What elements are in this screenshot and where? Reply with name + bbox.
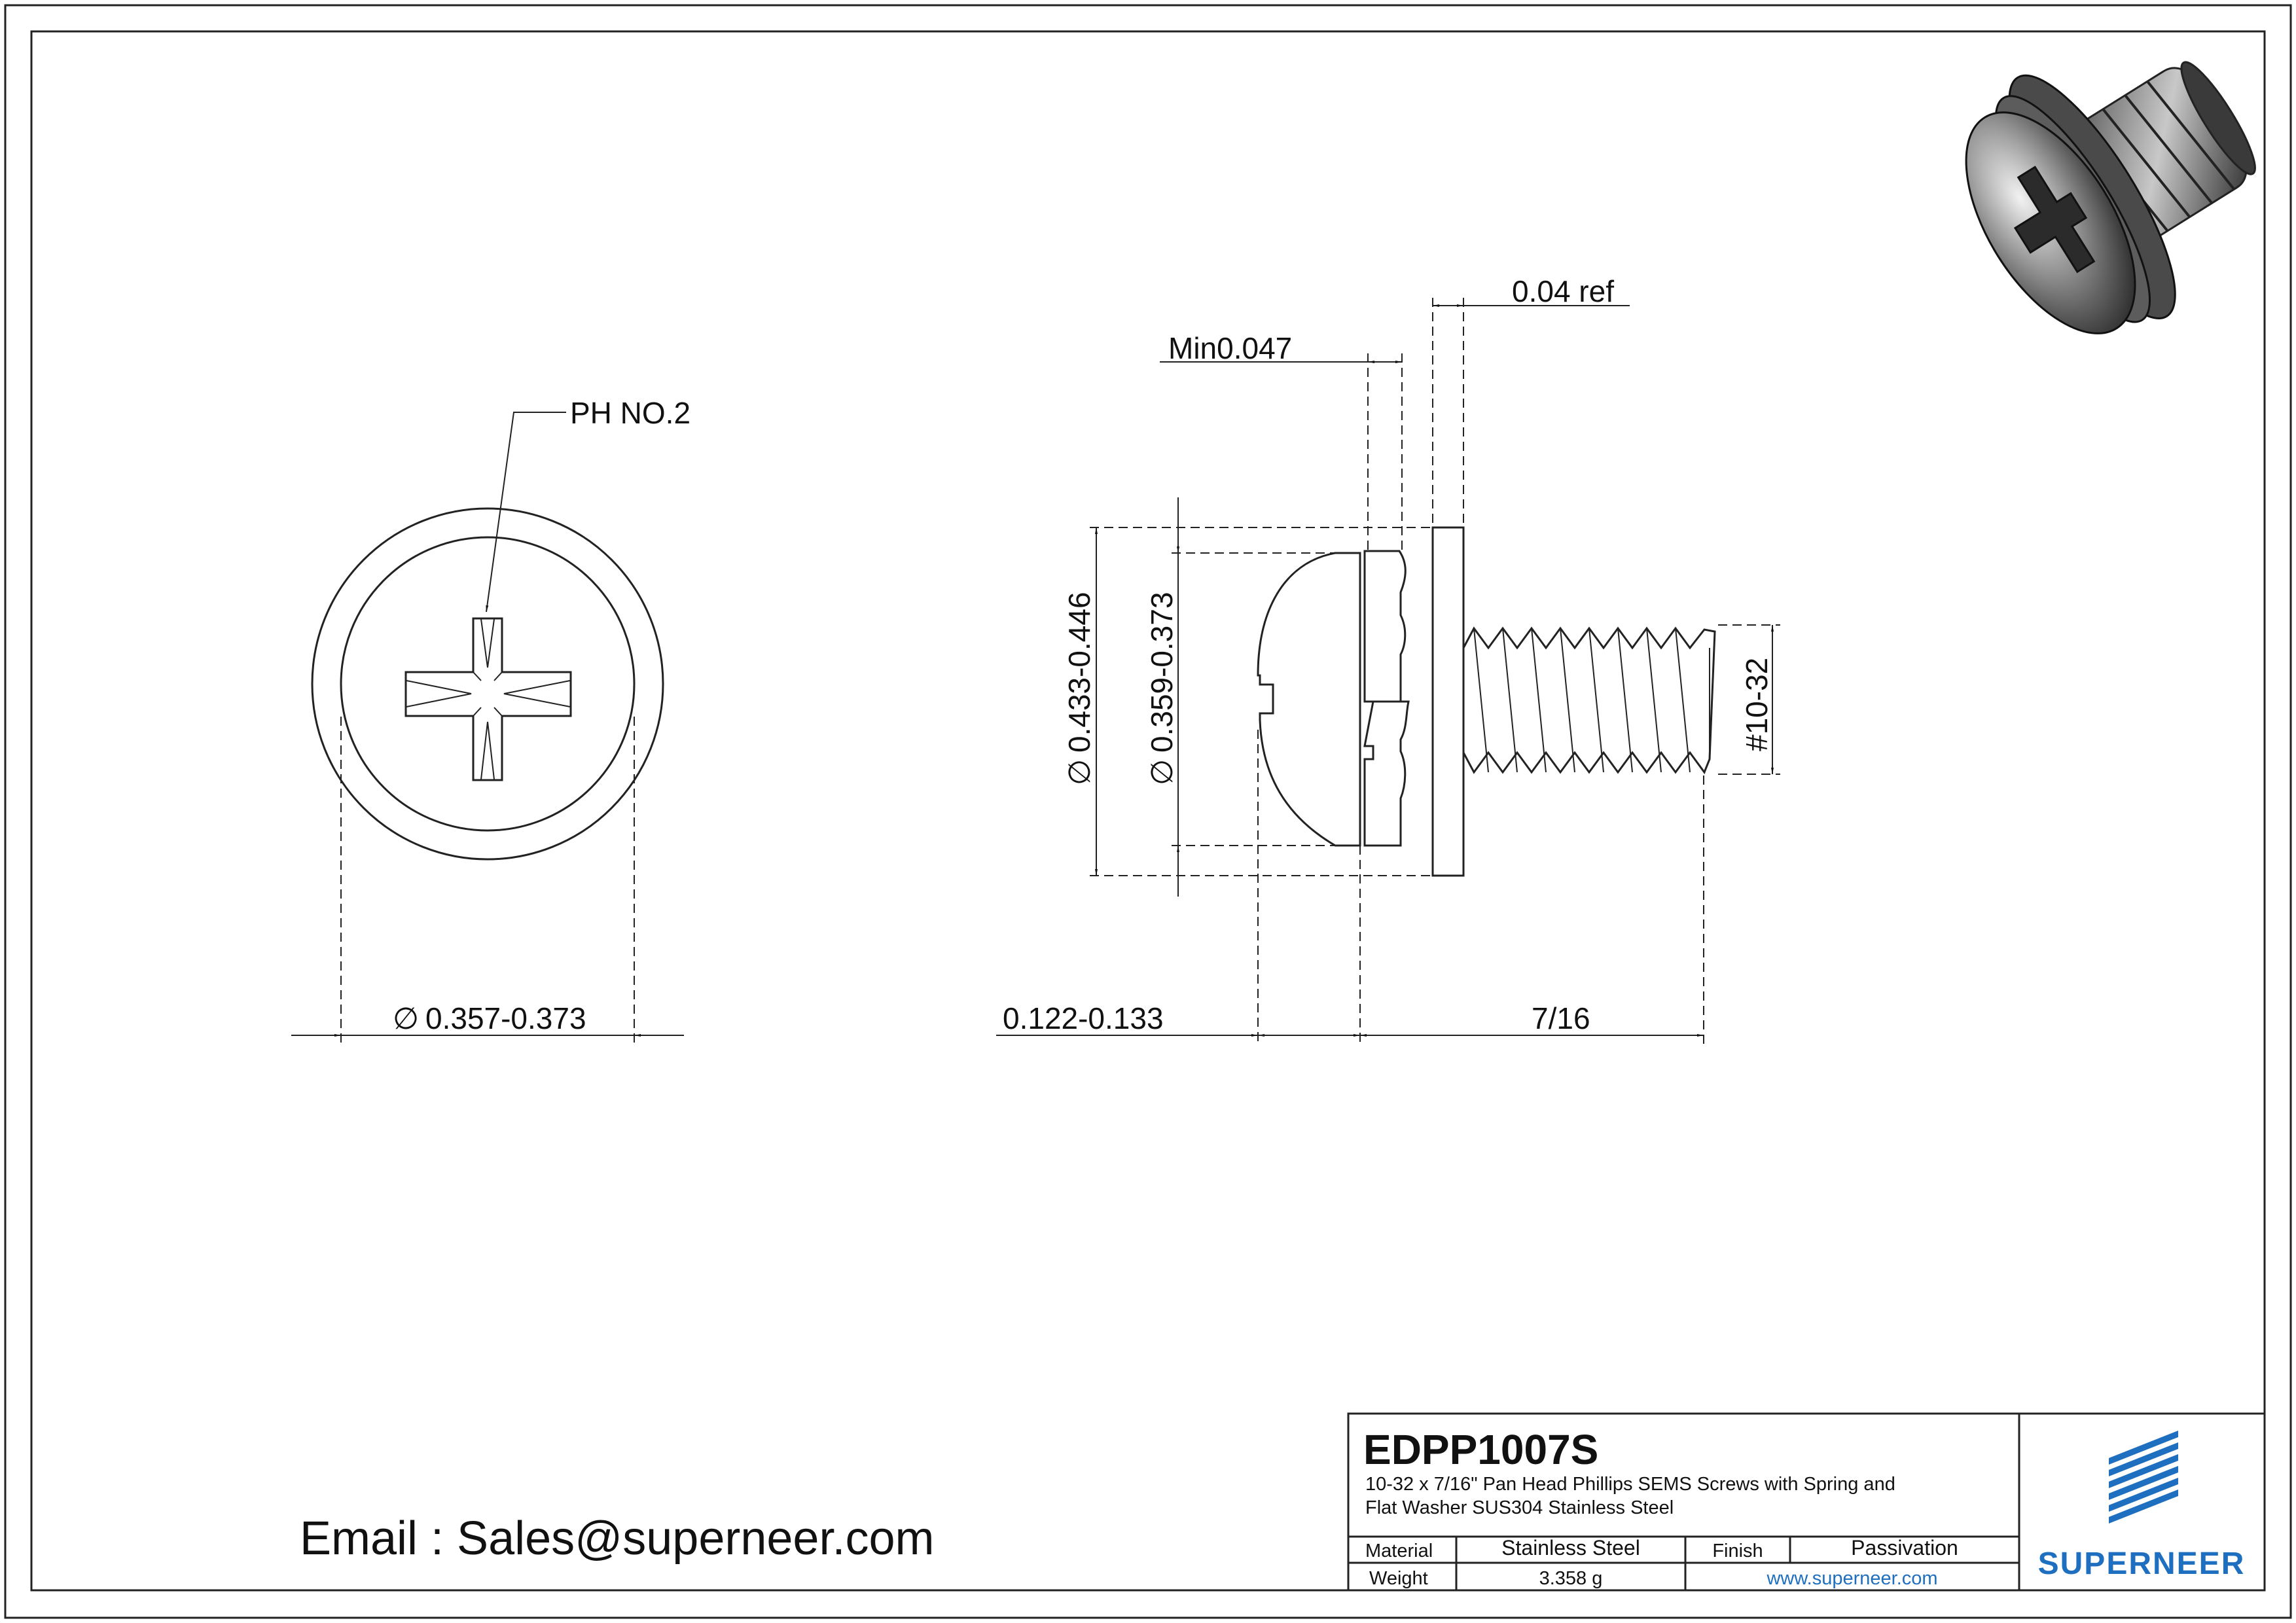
head-diameter-label: 0.357-0.373 <box>425 1001 586 1035</box>
website-link[interactable]: www.superneer.com <box>1766 1568 1937 1589</box>
finish-label: Finish <box>1712 1541 1763 1561</box>
min-thickness-label: Min0.047 <box>1168 331 1292 365</box>
title-block <box>1347 1412 2266 1592</box>
head-outline <box>340 536 636 832</box>
flat-washer-thickness-label: 0.04 ref <box>1512 274 1614 308</box>
washer-diameter-label: 0.433-0.446 <box>1062 592 1096 753</box>
side-view <box>996 298 1780 1044</box>
weight-value: 3.358 g <box>1539 1568 1603 1589</box>
dia-symbol: ∅ <box>393 1001 419 1035</box>
description-line1: 10-32 x 7/16" Pan Head Phillips SEMS Scr… <box>1365 1474 1895 1495</box>
thread-size-label: #10-32 <box>1740 658 1774 751</box>
superneer-logo-icon <box>2109 1431 2178 1524</box>
spring-washer <box>1363 550 1410 847</box>
part-number: EDPP1007S <box>1363 1426 1598 1473</box>
phillips-recess <box>404 617 572 781</box>
recess-label: PH NO.2 <box>570 396 691 430</box>
finish-value: Passivation <box>1851 1536 1958 1560</box>
flat-washer <box>1431 526 1465 877</box>
front-view <box>291 412 684 1044</box>
head-height-label: 0.122-0.133 <box>1003 1001 1164 1035</box>
brand-name: SUPERNEER <box>2038 1546 2246 1581</box>
length-label: 7/16 <box>1532 1001 1590 1035</box>
threaded-shank <box>1462 626 1716 775</box>
spring-diameter-label: 0.359-0.373 <box>1145 592 1179 753</box>
pan-head <box>1257 552 1361 847</box>
email-contact: Email : Sales@superneer.com <box>300 1512 935 1565</box>
outer-border <box>4 4 2292 1619</box>
inner-border <box>30 30 2266 1592</box>
material-value: Stainless Steel <box>1501 1536 1640 1560</box>
screw-3d-icon <box>1965 61 2256 334</box>
spring-dia-symbol: ∅ <box>1145 759 1179 785</box>
washer-dia-symbol: ∅ <box>1062 759 1096 785</box>
weight-label: Weight <box>1369 1568 1428 1589</box>
washer-outline <box>311 507 664 861</box>
material-label: Material <box>1365 1541 1433 1561</box>
description-line2: Flat Washer SUS304 Stainless Steel <box>1365 1497 1674 1518</box>
